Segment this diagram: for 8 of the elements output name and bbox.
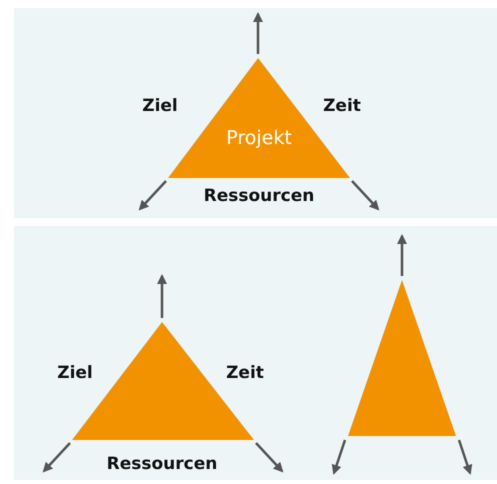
shape-label: Projekt (226, 127, 292, 150)
triangle-shape (348, 280, 456, 436)
side-label: Ressourcen (204, 186, 314, 206)
side-label: Zeit (226, 363, 264, 383)
side-label: Zeit (323, 96, 361, 116)
side-label: Ziel (142, 96, 178, 116)
side-label: Ziel (57, 363, 93, 383)
side-label: Ressourcen (106, 454, 218, 474)
